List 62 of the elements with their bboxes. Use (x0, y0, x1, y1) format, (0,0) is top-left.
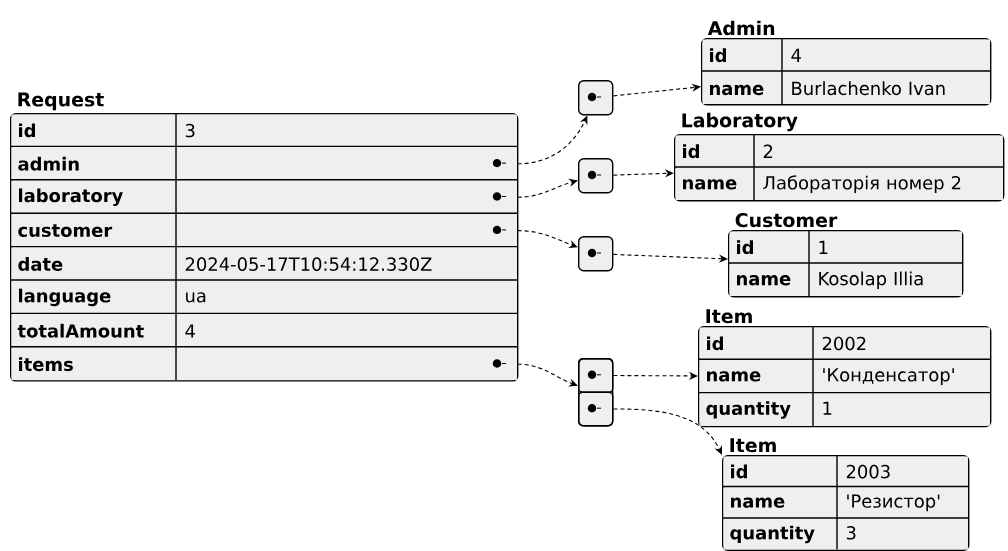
node-label: 'Конденсатор' (823, 368, 954, 386)
node-label: id (731, 464, 747, 479)
table-title: Item (730, 438, 776, 453)
array-cell (578, 358, 614, 393)
table-row: language ua (9, 279, 518, 315)
node-label: 2 (763, 144, 773, 158)
table-row: id 2002 (699, 325, 990, 360)
arrow (517, 230, 578, 248)
table-row: customer (9, 212, 518, 248)
node-label: 2024-05-17T10:54:12.330Z (185, 257, 432, 271)
node-label: ua (186, 292, 206, 303)
table-row: name 'Конденсатор' (697, 358, 991, 394)
table-row: id 2 (675, 133, 1003, 168)
table-row: id 1 (729, 229, 962, 264)
table-row: date 2024-05-17T10:54:12.330Z (9, 245, 518, 281)
table-row: totalAmount 4 (9, 312, 518, 348)
table-row: name Kosolap Illia (727, 262, 963, 297)
arrow (612, 408, 722, 455)
node-label: laboratory (19, 188, 123, 206)
node-label: name (731, 497, 785, 508)
arrow (612, 83, 701, 97)
table-row: name 'Резистор' (721, 485, 969, 519)
table-title: Customer (735, 213, 838, 228)
node-label: customer (18, 224, 113, 238)
table-title: Item (706, 309, 752, 324)
pointer-box (578, 236, 614, 272)
node-label: name (707, 371, 761, 382)
node-label: totalAmount (17, 323, 144, 338)
table-row: id 2003 (723, 454, 968, 488)
node-label: 2002 (822, 336, 866, 351)
pointer-box (578, 80, 614, 116)
node-label: id (683, 144, 699, 159)
node-label: 3 (185, 123, 195, 138)
node-label: language (19, 288, 111, 307)
node-label: admin (18, 156, 79, 171)
node-label: 2003 (846, 464, 890, 479)
array-cell (578, 391, 614, 427)
table-row: laboratory (9, 179, 518, 214)
arrow (612, 371, 698, 380)
node-label: id (19, 123, 35, 138)
table-row: id 3 (11, 112, 517, 148)
node-label: date (18, 257, 63, 271)
table-row: admin (9, 145, 518, 181)
table-row: id 4 (702, 37, 990, 72)
table-title: Request (18, 92, 104, 111)
node-label: id (707, 336, 723, 351)
table-row: items (9, 346, 518, 381)
node-label: id (737, 240, 753, 255)
arrow (517, 363, 578, 387)
node-label: 1 (819, 240, 828, 254)
node-label: id (710, 48, 726, 63)
table-row: quantity 3 (721, 517, 969, 551)
node-label: 4 (185, 324, 195, 338)
table-row: name Лабораторія номер 2 (673, 166, 1004, 201)
table-title: Admin (707, 20, 775, 36)
node-label: 'Резистор' (847, 494, 940, 512)
table-title: Laboratory (682, 112, 798, 132)
pointer-box (578, 158, 614, 194)
table-row: quantity 1 (697, 391, 991, 427)
arrow (517, 178, 578, 198)
node-label: 4 (791, 48, 801, 62)
table-row: name Burlachenko Ivan (700, 70, 991, 105)
